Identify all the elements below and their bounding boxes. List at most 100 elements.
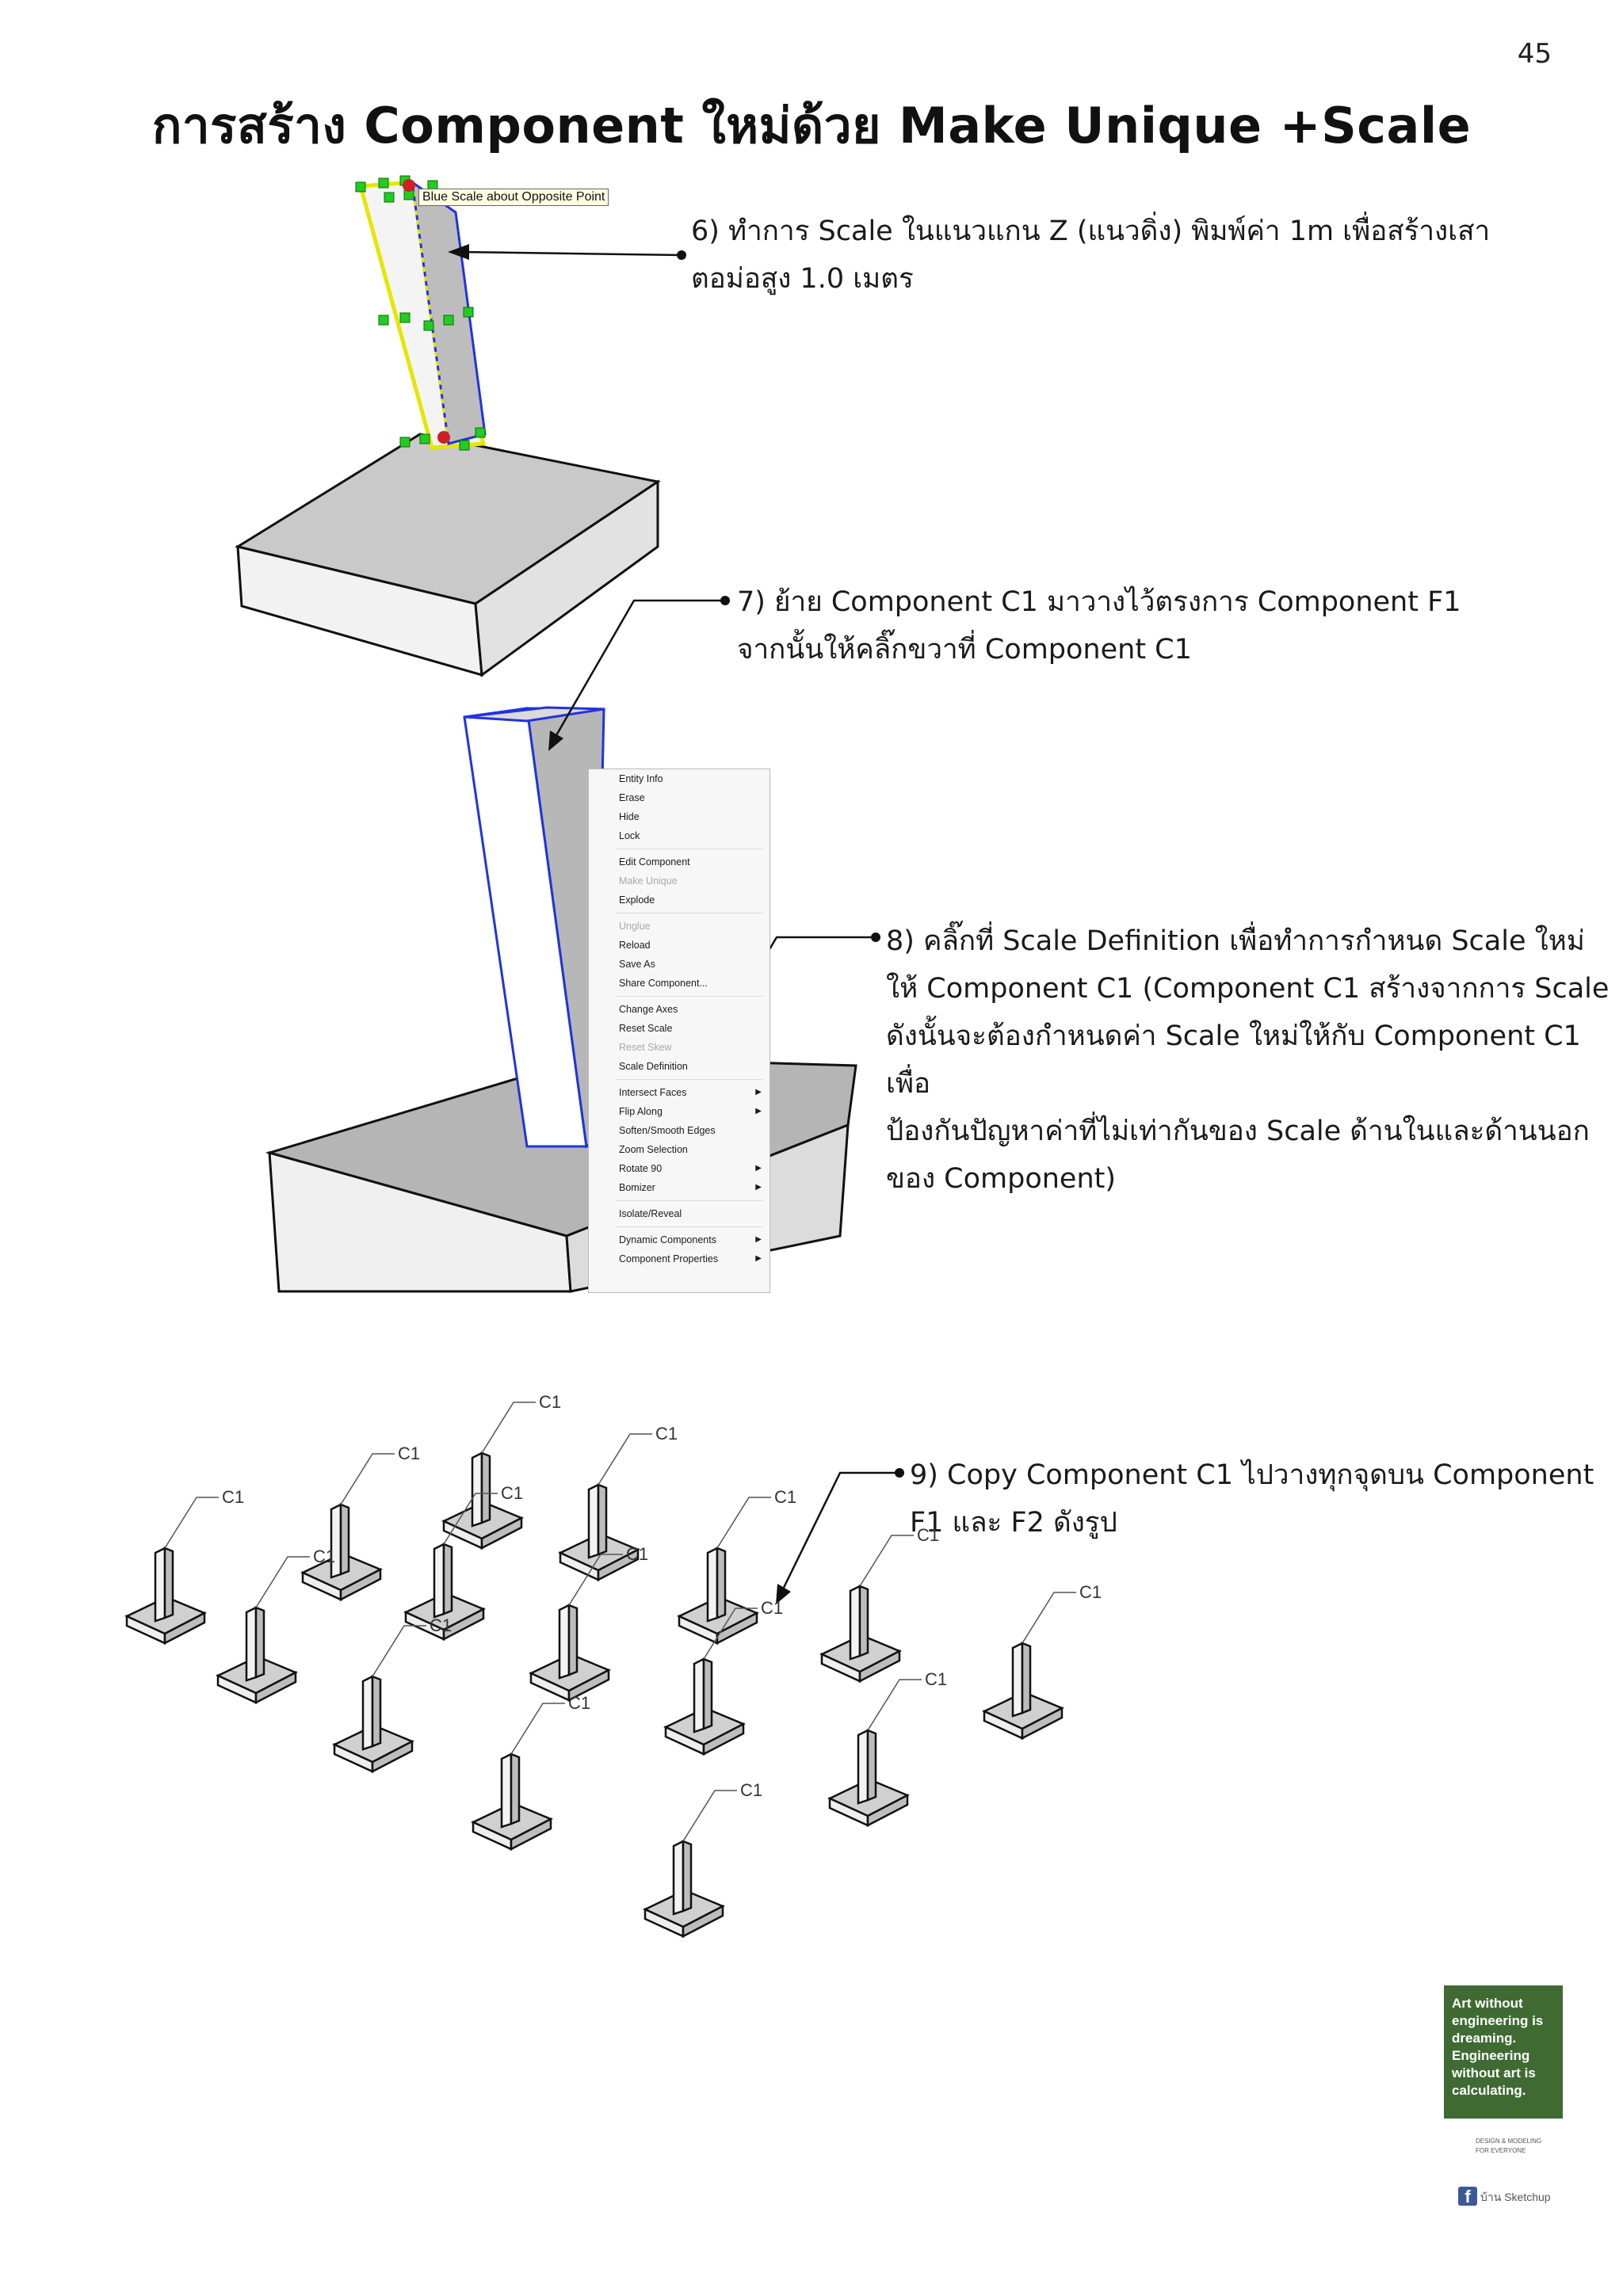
pedestal-shape (866, 1793, 909, 1828)
pedestal-shape (254, 1670, 297, 1705)
callout-line (716, 1497, 771, 1549)
callout-line (703, 1608, 758, 1660)
step-9-line-2: F1 และ F2 ดังรูป (910, 1507, 1117, 1539)
pedestal-shape (716, 1611, 758, 1646)
step-8-line-2: ให้ Component C1 (Component C1 สร้างจากก… (886, 973, 1610, 1005)
pedestal-shape (866, 1729, 877, 1802)
step-7-line-1: 7) ย้าย Component C1 มาวางไว้ตรงการ Comp… (737, 586, 1461, 618)
callout-line (481, 1402, 536, 1454)
menu-item-erase[interactable]: Erase (619, 792, 645, 803)
component-c1-label: C1 (774, 1487, 797, 1507)
facebook-icon[interactable]: f (1458, 2187, 1477, 2206)
menu-item-save-as[interactable]: Save As (619, 959, 655, 970)
component-c1-label: C1 (222, 1487, 245, 1507)
menu-item-dynamic-components[interactable]: Dynamic Components▶ (589, 1230, 769, 1249)
callout-line (340, 1453, 395, 1505)
pedestal-shape (558, 1603, 571, 1680)
pedestal-shape (163, 1611, 206, 1646)
menu-item-scale-definition[interactable]: Scale Definition (619, 1061, 688, 1072)
component-c1-label: C1 (1079, 1582, 1102, 1602)
callout-line (859, 1535, 914, 1587)
pedestal-shape (433, 1542, 445, 1619)
menu-item-make-unique: Make Unique (619, 875, 678, 887)
pedestal-shape (672, 1839, 685, 1916)
callout-line (164, 1497, 219, 1549)
component-c1-label: C1 (626, 1544, 649, 1564)
pedestal-shape (442, 1543, 453, 1615)
quote-text: Art without engineering is dreaming. Eng… (1452, 1996, 1544, 2098)
pedestal-shape (163, 1547, 174, 1619)
quote-poster: Art without engineering is dreaming. Eng… (1444, 1985, 1563, 2119)
menu-item-edit-component[interactable]: Edit Component (619, 856, 690, 868)
step-7-text: 7) ย้าย Component C1 มาวางไว้ตรงการ Comp… (737, 578, 1609, 673)
step-6-line-1: 6) ทำการ Scale ในแนวแกน Z (แนวดิ่ง) พิมพ… (691, 215, 1491, 247)
facebook-page-name[interactable]: บ้าน Sketchup (1480, 2191, 1551, 2203)
callout-line (867, 1679, 922, 1731)
step-8-line-5: ของ Component) (886, 1163, 1117, 1195)
menu-item-isolate-reveal[interactable]: Isolate/Reveal (619, 1208, 682, 1219)
pedestal-shape (339, 1503, 350, 1576)
menu-item-rotate-90[interactable]: Rotate 90▶ (589, 1159, 769, 1178)
menu-separator (616, 1226, 763, 1227)
menu-item-hide[interactable]: Hide (619, 811, 640, 822)
scale-tooltip: Blue Scale about Opposite Point (418, 189, 609, 206)
pedestal-shape (858, 1649, 901, 1684)
menu-item-component-properties[interactable]: Component Properties▶ (589, 1249, 769, 1268)
component-c1-label: C1 (761, 1598, 784, 1618)
figure-context-menu-scene (265, 596, 880, 1293)
callout-line (568, 1554, 623, 1606)
pedestal-shape (567, 1668, 610, 1703)
pedestal-shape (480, 1451, 491, 1524)
step-8-text: 8) คลิ๊กที่ Scale Definition เพื่อทำการก… (886, 917, 1615, 1203)
menu-item-reset-scale[interactable]: Reset Scale (619, 1023, 673, 1034)
pedestal-shape (442, 1607, 485, 1642)
pedestal-shape (510, 1817, 552, 1852)
menu-item-reload[interactable]: Reload (619, 940, 651, 951)
menu-item-soften-smooth-edges[interactable]: Soften/Smooth Edges (619, 1125, 716, 1136)
submenu-arrow-icon: ▶ (755, 1235, 762, 1244)
step-9-text: 9) Copy Component C1 ไปวางทุกจุดบน Compo… (910, 1451, 1607, 1547)
component-c1-label: C1 (501, 1483, 524, 1503)
arrow-step-9 (776, 1468, 904, 1604)
callout-line (255, 1556, 310, 1608)
menu-item-change-axes[interactable]: Change Axes (619, 1004, 678, 1015)
step-8-line-4: ป้องกันปัญหาค่าที่ไม่เท่ากันของ Scale ด้… (886, 1116, 1590, 1147)
component-c1-label: C1 (398, 1444, 421, 1463)
step-6-text: 6) ทำการ Scale ในแนวแกน Z (แนวดิ่ง) พิมพ… (691, 208, 1579, 303)
pedestal-shape (706, 1546, 719, 1623)
menu-item-reset-skew: Reset Skew (619, 1042, 672, 1053)
submenu-arrow-icon: ▶ (755, 1183, 762, 1192)
pedestal-shape (716, 1547, 727, 1619)
pedestal-shape (587, 1482, 600, 1559)
submenu-arrow-icon: ▶ (755, 1254, 762, 1263)
menu-item-bomizer[interactable]: Bomizer▶ (589, 1178, 769, 1197)
menu-item-entity-info[interactable]: Entity Info (619, 773, 663, 784)
menu-item-zoom-selection[interactable]: Zoom Selection (619, 1144, 688, 1155)
pedestal-shape (682, 1904, 724, 1939)
component-c1-label: C1 (539, 1392, 562, 1412)
pedestal-shape (510, 1753, 521, 1825)
pedestal-shape (1021, 1642, 1032, 1714)
menu-item-flip-along[interactable]: Flip Along▶ (589, 1102, 769, 1121)
pedestal-shape (857, 1728, 869, 1805)
menu-item-lock[interactable]: Lock (619, 830, 640, 841)
step-8-line-3: ดังนั้นจะต้องกำหนดค่า Scale ใหม่ให้กับ C… (886, 1020, 1581, 1100)
menu-item-explode[interactable]: Explode (619, 894, 655, 906)
pedestal-shape (597, 1547, 640, 1582)
callout-line (510, 1703, 565, 1755)
pedestal-shape (858, 1585, 869, 1657)
pedestal-shape (702, 1722, 745, 1756)
pedestal-shape (1011, 1641, 1024, 1718)
callout-line (443, 1493, 498, 1545)
menu-item-share-component[interactable]: Share Component... (619, 978, 708, 989)
submenu-arrow-icon: ▶ (755, 1088, 762, 1097)
pedestal-shape (693, 1657, 705, 1733)
step-7-line-2: จากนั้นให้คลิ๊กขวาที่ Component C1 (737, 634, 1192, 666)
component-c1-label: C1 (568, 1693, 591, 1713)
menu-separator (616, 1079, 763, 1080)
page-number: 45 (1517, 38, 1552, 70)
menu-item-intersect-faces[interactable]: Intersect Faces▶ (589, 1083, 769, 1102)
pedestal-shape (682, 1840, 693, 1913)
pedestal-shape (154, 1546, 166, 1623)
